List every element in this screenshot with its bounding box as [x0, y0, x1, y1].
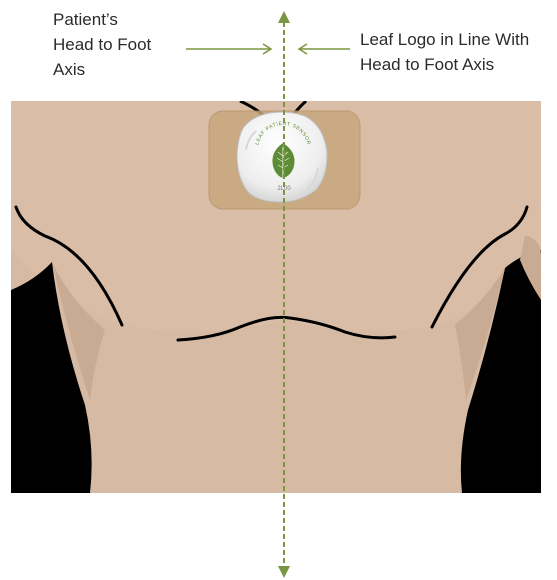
right-pointer-arrow [299, 44, 350, 54]
leaf-logo-label-line2: Head to Foot Axis [360, 52, 529, 77]
leaf-sensor: LEAF PATIENT SENSOR 2L00 [237, 112, 327, 202]
leaf-logo-label: Leaf Logo in Line With Head to Foot Axis [360, 27, 529, 77]
axis-arrow-top [278, 11, 290, 23]
patient-axis-label-line1: Patient’s [53, 7, 151, 32]
patient-axis-label: Patient’s Head to Foot Axis [53, 7, 151, 82]
patient-axis-label-line3: Axis [53, 57, 151, 82]
axis-arrow-bottom [278, 566, 290, 578]
leaf-logo-label-line1: Leaf Logo in Line With [360, 27, 529, 52]
left-pointer-arrow [186, 44, 271, 54]
patient-axis-label-line2: Head to Foot [53, 32, 151, 57]
